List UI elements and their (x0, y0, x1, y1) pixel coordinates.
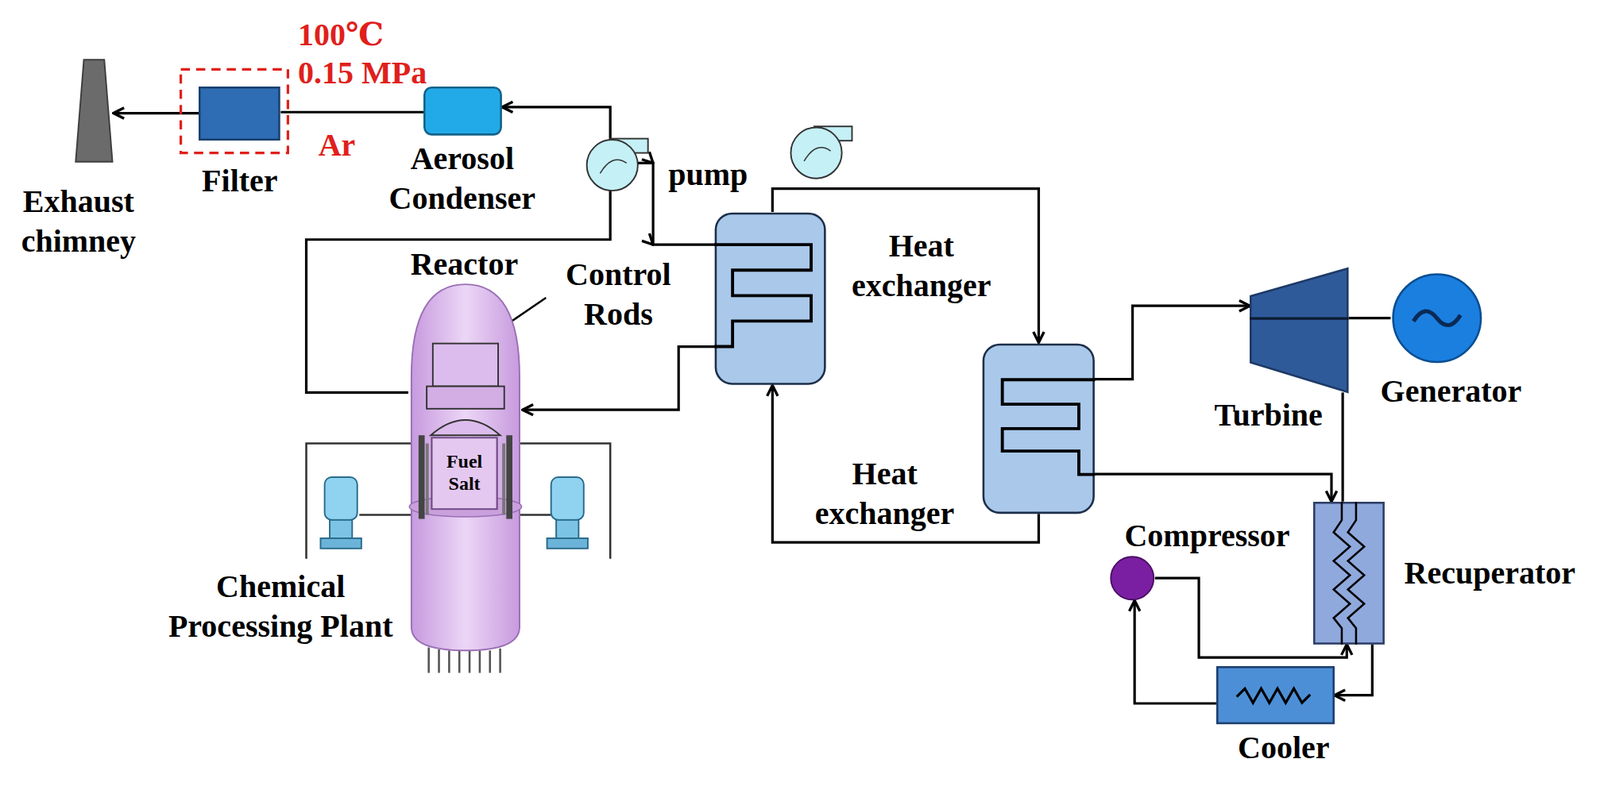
heat-exchanger-outline (981, 343, 1096, 515)
pump-symbol (790, 126, 852, 178)
flow-line (280, 111, 424, 114)
heat-exchanger: Heat exchanger (714, 212, 827, 386)
part-label: Chemical Processing Plant (158, 567, 403, 647)
part-label: Control Rods (552, 255, 685, 335)
heat-exchanger-outline (714, 212, 827, 386)
node-label: Generator (1359, 371, 1543, 412)
condition-note: 0.15 MPa (297, 53, 427, 93)
flow-line (1094, 474, 1332, 503)
filter-boundary (181, 69, 289, 153)
fuel-salt-region: Fuel Salt (430, 436, 499, 511)
node-label: Reactor (382, 244, 547, 285)
compressor-symbol-outline (1109, 556, 1156, 602)
flow-line (1094, 305, 1250, 379)
recuperator-box-outline (1313, 502, 1385, 646)
node-label: Turbine (1191, 395, 1345, 436)
aerosol-condenser: Aerosol Condenser (423, 86, 503, 136)
cooler-box: Cooler (1216, 666, 1335, 725)
node-label: Exhaust chimney (11, 181, 145, 262)
cooler-box-outline (1216, 666, 1335, 725)
exhaust-chimney: Exhaust chimney (74, 58, 114, 163)
condition-note: 100℃ (297, 15, 384, 55)
flow-line (113, 112, 200, 115)
node-label: Heat exchanger (803, 454, 967, 534)
node-label: Filter (189, 161, 291, 201)
flow-line (1348, 316, 1392, 320)
flow-line (1134, 600, 1217, 704)
node-label: Cooler (1207, 728, 1361, 769)
turbine-symbol: Turbine (1249, 267, 1349, 394)
turbine-symbol-outline (1249, 267, 1349, 394)
node-label: Compressor (1105, 516, 1310, 557)
chemical-processing-unit (547, 477, 588, 549)
compressor-symbol: Compressor (1109, 556, 1156, 602)
generator-symbol-outline (1391, 272, 1484, 365)
recuperator-box: Recuperator (1313, 502, 1385, 646)
chemical-processing-unit (320, 477, 361, 549)
reactor-vessel: ReactorFuel Salt (408, 280, 523, 674)
generator-symbol: Generator (1391, 272, 1484, 365)
heat-exchanger: Heat exchanger (981, 343, 1096, 515)
node-label: Heat exchanger (839, 226, 1004, 306)
flow-line (1341, 392, 1345, 502)
node-label: Aerosol Condenser (380, 139, 545, 219)
pump-symbol (587, 139, 649, 191)
node-label: Fuel Salt (430, 451, 499, 495)
flow-line (522, 347, 715, 411)
flow-line (306, 107, 611, 394)
filter-box: Filter (198, 86, 281, 141)
aerosol-condenser-outline (423, 86, 503, 136)
node-label: Recuperator (1387, 553, 1593, 594)
flow-line (1334, 645, 1373, 696)
part-label: pump (668, 154, 748, 195)
condition-note: Ar (318, 125, 356, 166)
exhaust-chimney-outline (74, 58, 114, 163)
filter-box-outline (198, 86, 281, 141)
